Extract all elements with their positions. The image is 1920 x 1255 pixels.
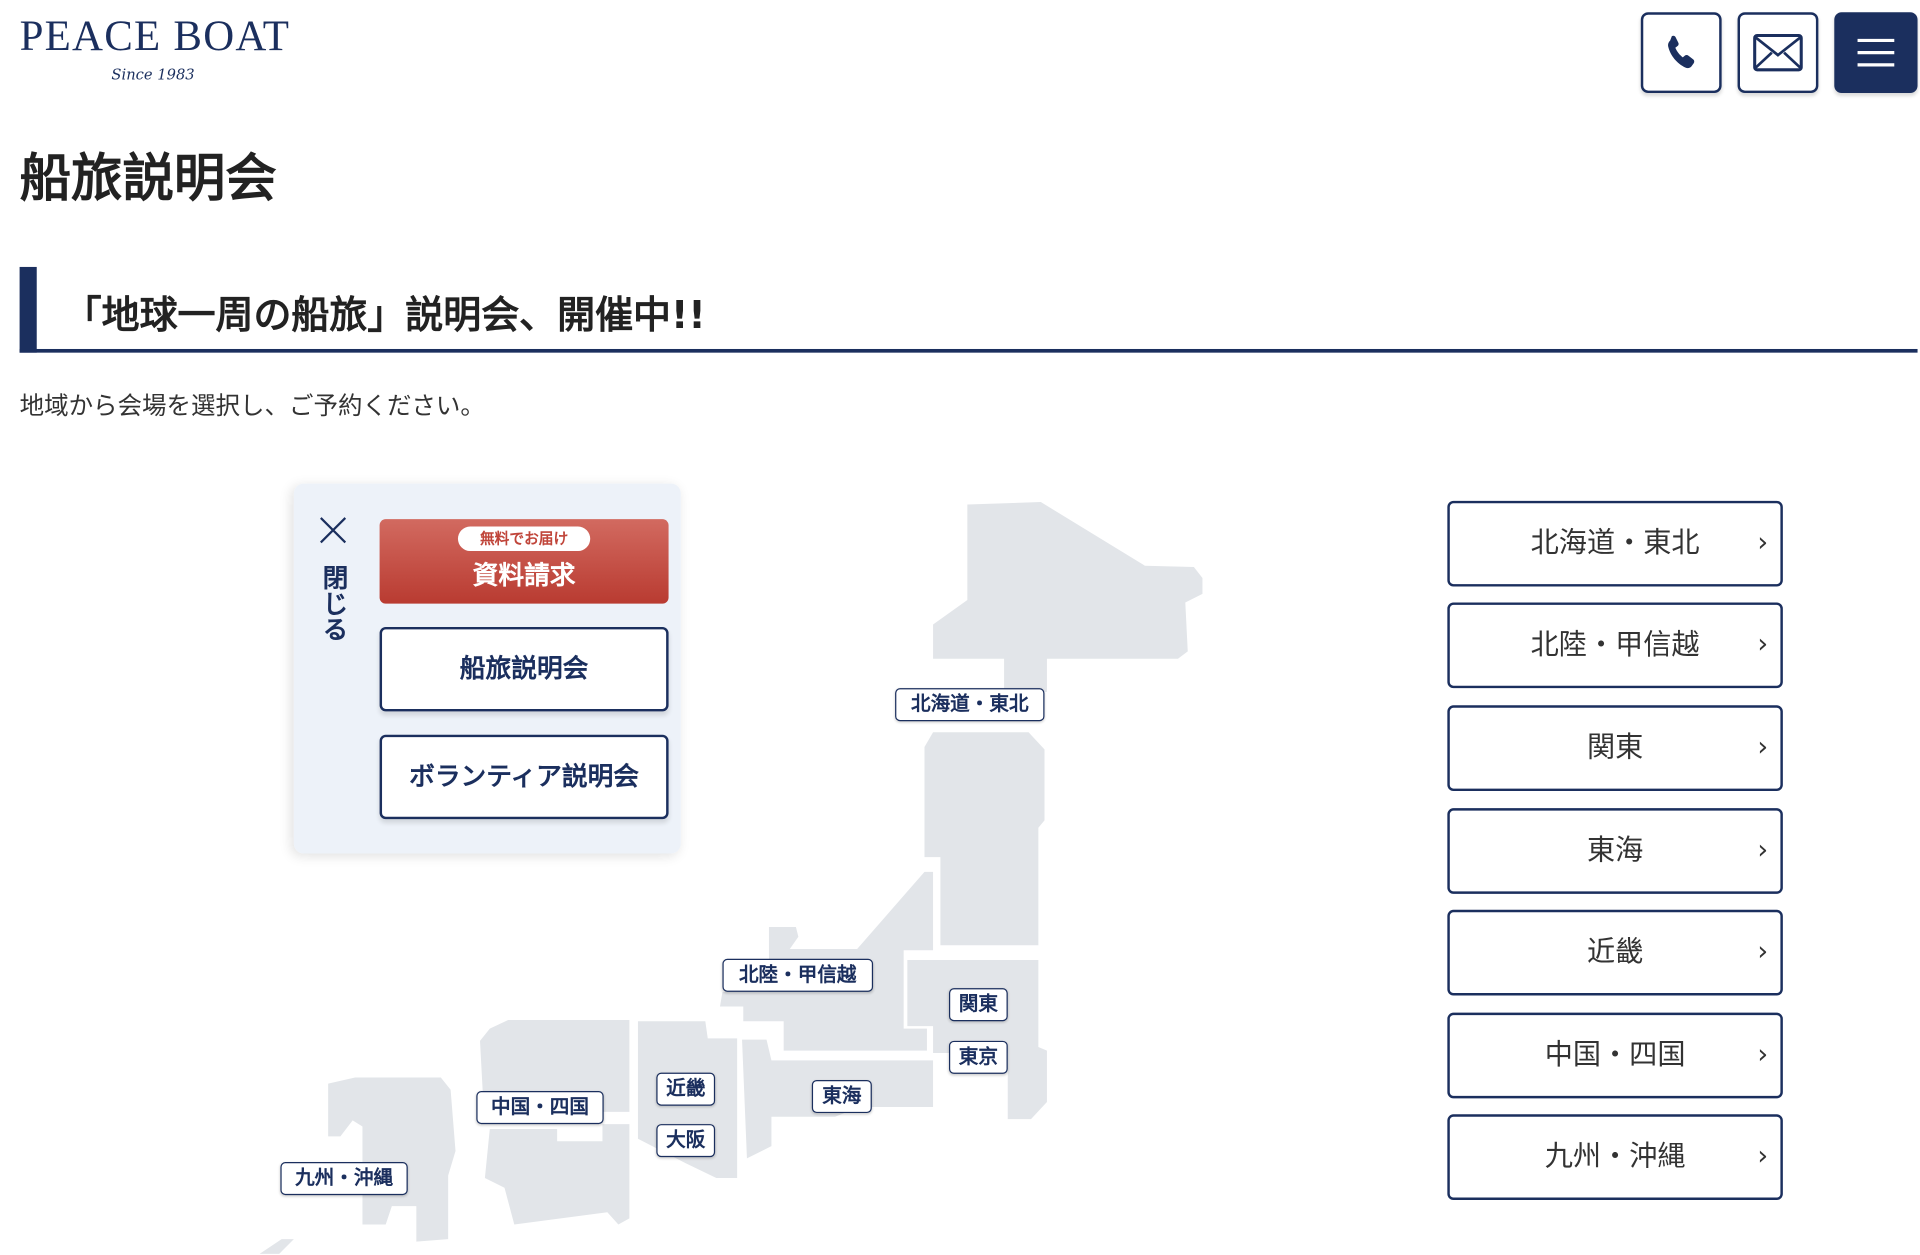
map-label-chugoku-shikoku[interactable]: 中国・四国: [476, 1091, 604, 1125]
map-label-kyushu-okinawa[interactable]: 九州・沖縄: [280, 1162, 408, 1196]
map-label-tokai[interactable]: 東海: [811, 1080, 872, 1114]
map-label-hokkaido-tohoku[interactable]: 北海道・東北: [895, 688, 1045, 722]
region-label: 近畿: [1586, 936, 1644, 969]
section-heading-text: 「地球一周の船旅」説明会、開催中!!: [63, 293, 706, 338]
close-button[interactable]: [318, 516, 347, 545]
phone-button[interactable]: [1640, 12, 1722, 94]
chevron-right-icon: ›: [1757, 1039, 1769, 1071]
hamburger-menu-icon: [1857, 38, 1895, 67]
logo-tagline: Since 1983: [111, 66, 195, 84]
region-button-kanto[interactable]: 関東 ›: [1447, 705, 1783, 792]
region-label: 北陸・甲信越: [1530, 629, 1700, 662]
region-button-chugoku-shikoku[interactable]: 中国・四国 ›: [1447, 1012, 1783, 1099]
region-label: 関東: [1586, 732, 1644, 765]
region-button-hokuriku[interactable]: 北陸・甲信越 ›: [1447, 602, 1783, 689]
menu-button[interactable]: [1834, 12, 1918, 94]
region-button-kyushu-okinawa[interactable]: 九州・沖縄 ›: [1447, 1114, 1783, 1201]
peace-boat-logo[interactable]: PEACE BOAT Since 1983: [19, 12, 302, 91]
map-area-okinawa[interactable]: [259, 1239, 294, 1254]
free-delivery-badge: 無料でお届け: [457, 526, 591, 552]
region-label: 中国・四国: [1544, 1039, 1686, 1072]
mail-icon: [1753, 33, 1803, 72]
region-label: 北海道・東北: [1530, 527, 1700, 560]
page-title: 船旅説明会: [19, 148, 277, 209]
chevron-right-icon: ›: [1757, 629, 1769, 661]
map-area-kanto[interactable]: [907, 960, 1047, 1120]
map-label-tokyo[interactable]: 東京: [948, 1040, 1008, 1074]
section-heading: 「地球一周の船旅」説明会、開催中!!: [19, 266, 1918, 353]
map-label-hokuriku[interactable]: 北陸・甲信越: [722, 958, 874, 992]
map-area-hokkaido[interactable]: [933, 502, 1203, 692]
chevron-right-icon: ›: [1757, 936, 1769, 968]
region-label: 九州・沖縄: [1544, 1141, 1686, 1174]
cruise-briefing-button[interactable]: 船旅説明会: [379, 626, 669, 712]
map-area-tohoku[interactable]: [924, 732, 1045, 946]
request-materials-label: 資料請求: [472, 560, 576, 591]
lead-text: 地域から会場を選択し、ご予約ください。: [19, 390, 485, 421]
map-label-kanto[interactable]: 関東: [948, 988, 1008, 1022]
japan-map: 北海道・東北 北陸・甲信越 関東 東京 東海 近畿 大阪 中国・四国 九州・沖縄: [245, 496, 1212, 1255]
close-label-text: 閉じる: [319, 564, 349, 642]
region-button-kinki[interactable]: 近畿 ›: [1447, 909, 1783, 996]
floating-cta-panel: 閉じる 無料でお届け 資料請求 船旅説明会 ボランティア説明会: [293, 483, 681, 854]
region-label: 東海: [1586, 835, 1644, 867]
logo-text: PEACE BOAT: [19, 12, 291, 61]
phone-icon: [1668, 35, 1695, 69]
chevron-right-icon: ›: [1757, 1141, 1769, 1172]
map-label-osaka[interactable]: 大阪: [656, 1124, 716, 1158]
request-materials-button[interactable]: 無料でお届け 資料請求: [379, 519, 669, 604]
volunteer-briefing-button[interactable]: ボランティア説明会: [379, 734, 669, 820]
close-label[interactable]: 閉じる: [318, 564, 349, 648]
mail-button[interactable]: [1737, 12, 1819, 94]
map-area-kyushu[interactable]: [328, 1077, 456, 1242]
chevron-right-icon: ›: [1757, 835, 1769, 866]
region-button-tokai[interactable]: 東海 ›: [1447, 808, 1783, 894]
map-label-kinki[interactable]: 近畿: [656, 1072, 716, 1106]
map-area-chugoku[interactable]: [480, 1020, 630, 1112]
close-icon: [320, 517, 347, 544]
chevron-right-icon: ›: [1757, 527, 1769, 559]
chevron-right-icon: ›: [1757, 732, 1769, 763]
map-area-shikoku[interactable]: [484, 1124, 630, 1225]
region-button-hokkaido-tohoku[interactable]: 北海道・東北 ›: [1447, 500, 1783, 587]
